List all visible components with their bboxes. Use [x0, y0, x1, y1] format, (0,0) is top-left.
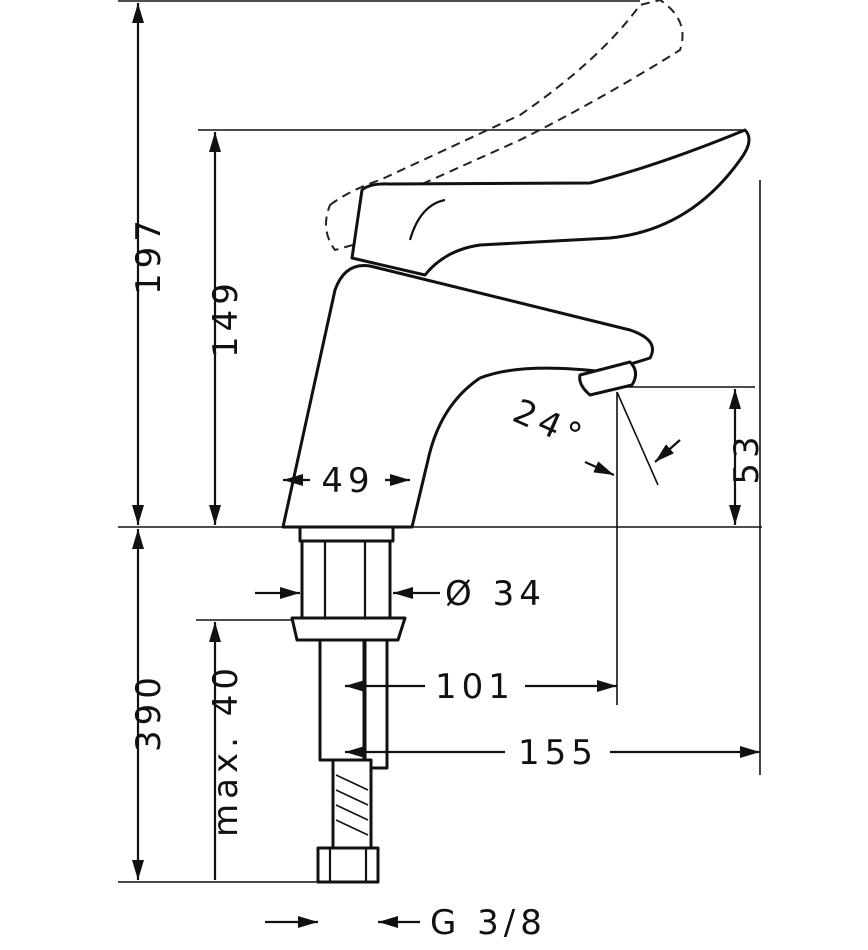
dim-53: 53 — [727, 431, 767, 484]
aerator — [578, 360, 637, 397]
faucet-handle — [350, 128, 751, 277]
dim-diameter-34: Ø 34 — [445, 574, 546, 614]
dim-149: 149 — [206, 278, 246, 358]
dimension-lines — [132, 3, 760, 928]
dim-24-deg: 24° — [507, 391, 592, 458]
dim-49: 49 — [321, 461, 374, 501]
dim-155: 155 — [518, 733, 598, 773]
dim-390: 390 — [129, 672, 169, 752]
dim-197: 197 — [129, 215, 169, 295]
shank-assembly — [290, 525, 407, 884]
dim-max-40: max. 40 — [206, 663, 246, 837]
handle-detail — [408, 198, 446, 241]
faucet-body — [281, 264, 654, 529]
dim-g-3-8: G 3/8 — [430, 903, 547, 943]
dim-101: 101 — [435, 667, 515, 707]
